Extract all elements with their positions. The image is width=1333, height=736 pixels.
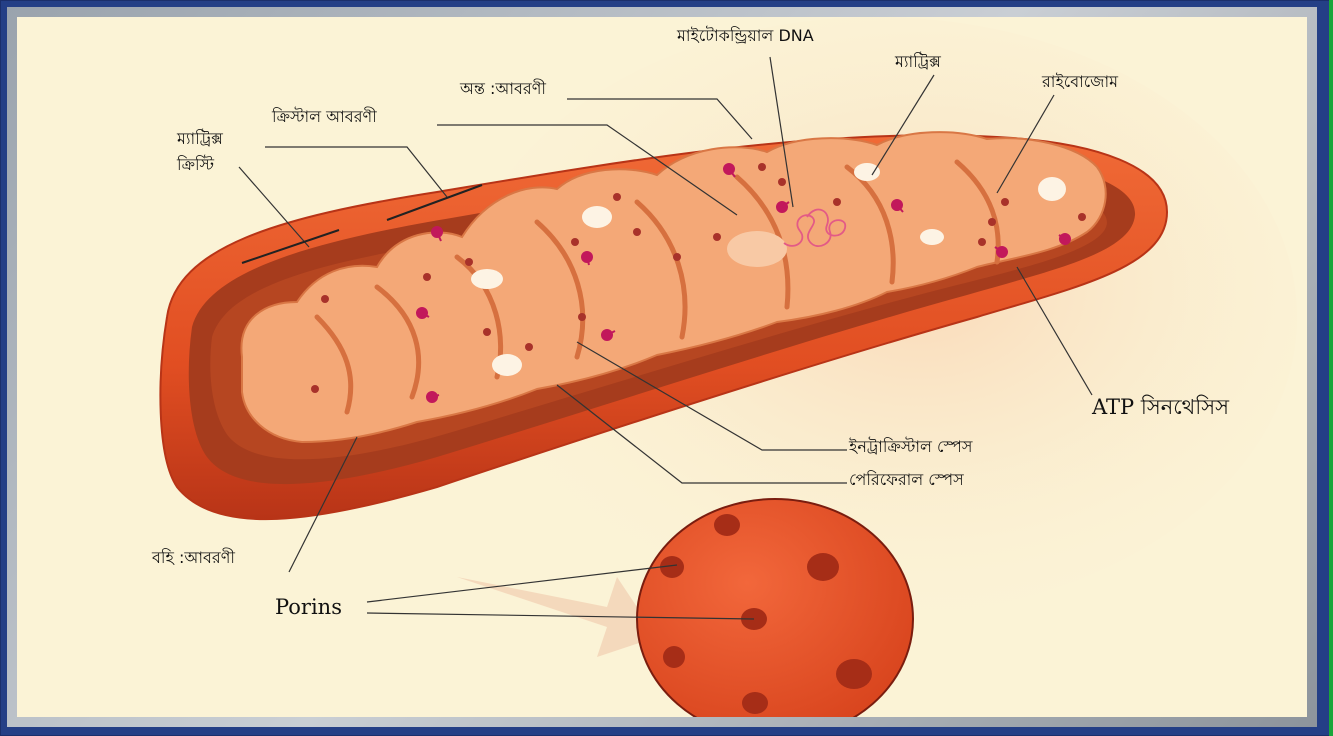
diagram-canvas: মাইটোকন্ড্রিয়াল DNA ম্যাট্রিক্স রাইবোজো…	[17, 17, 1307, 717]
label-outer-membrane: বহি :আবরণী	[152, 550, 235, 566]
mitochondrion-illustration	[17, 17, 1307, 717]
label-ribosome: রাইবোজোম	[1042, 74, 1118, 90]
bevel-panel: মাইটোকন্ড্রিয়াল DNA ম্যাট্রিক্স রাইবোজো…	[7, 7, 1317, 727]
green-edge	[1329, 0, 1333, 736]
label-inner-membrane: অন্ত :আবরণী	[460, 81, 546, 97]
label-intracristal-space: ইনট্রাক্রিস্টাল স্পেস	[849, 439, 972, 455]
label-mito-dna: মাইটোকন্ড্রিয়াল DNA	[677, 28, 814, 44]
label-cristal-membrane: ক্রিস্টাল আবরণী	[272, 109, 377, 125]
label-peripheral-space: পেরিফেরাল স্পেস	[849, 472, 964, 488]
label-porins: Porins	[275, 597, 342, 618]
label-matrix-top: ম্যাট্রিক্স	[895, 54, 941, 70]
label-cristae: ক্রিস্টি	[177, 157, 214, 173]
label-atp-synthase: ATP সিনথেসিস	[1092, 397, 1229, 418]
label-matrix-left: ম্যাট্রিক্স	[177, 131, 223, 147]
